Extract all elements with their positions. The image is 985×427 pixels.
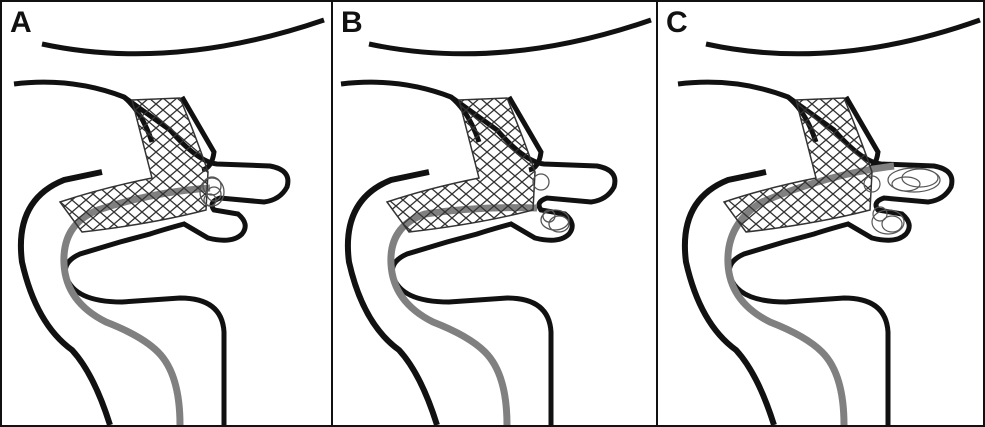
stent-mesh bbox=[724, 98, 872, 232]
upper-vessel-wall bbox=[369, 20, 651, 54]
upper-vessel-wall bbox=[42, 20, 324, 54]
upper-vessel-wall bbox=[706, 20, 980, 54]
panel-label-c: C bbox=[666, 6, 688, 40]
panel-label-b: B bbox=[341, 6, 363, 40]
stent-mesh bbox=[387, 98, 535, 232]
panel-b: B bbox=[331, 2, 656, 425]
panel-a-illustration bbox=[2, 2, 331, 425]
stent-mesh bbox=[60, 98, 208, 232]
panel-b-illustration bbox=[333, 2, 656, 425]
panel-a: A bbox=[2, 2, 331, 425]
microcatheter bbox=[391, 208, 537, 425]
panel-label-a: A bbox=[10, 6, 32, 40]
panel-c-illustration bbox=[658, 2, 983, 425]
panel-c: C bbox=[656, 2, 983, 425]
